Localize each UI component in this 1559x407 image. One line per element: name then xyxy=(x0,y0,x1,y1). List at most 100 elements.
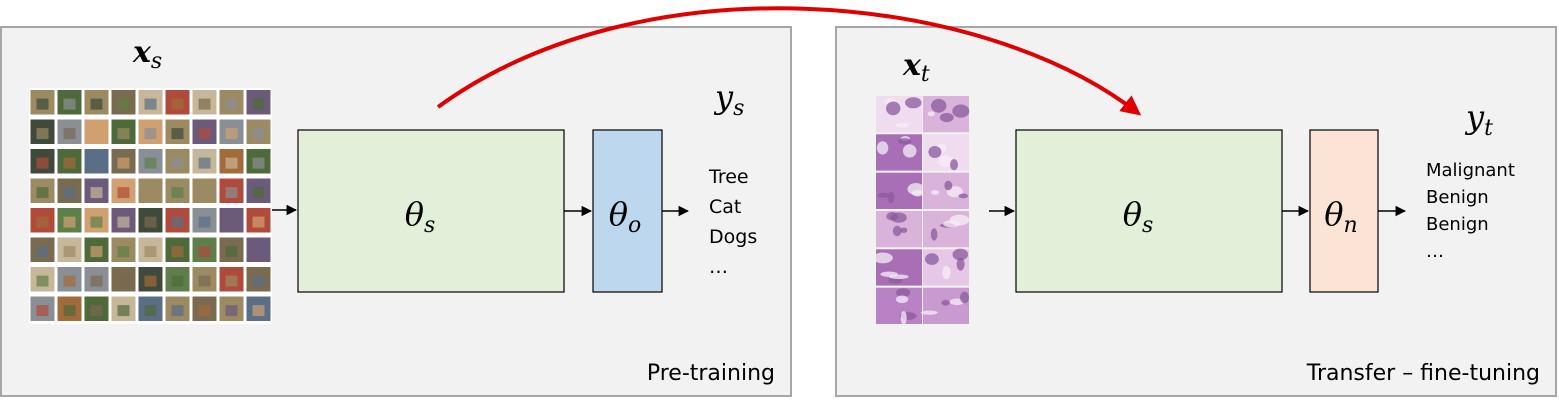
pretrain-head-label: θo xyxy=(609,195,642,238)
histology-cell xyxy=(887,191,895,204)
histology-cell xyxy=(895,122,909,128)
photo-thumbnail-detail xyxy=(171,157,184,169)
photo-thumbnail-detail xyxy=(117,157,130,169)
histology-cell xyxy=(944,180,953,191)
theta-symbol: θ xyxy=(1123,195,1142,233)
photo-thumbnail-detail xyxy=(36,275,49,287)
photo-thumbnail-detail xyxy=(90,216,103,228)
histology-cell xyxy=(902,144,917,158)
histology-cell xyxy=(938,155,954,168)
output-item: Benign xyxy=(1426,187,1489,208)
photo-thumbnail-detail xyxy=(144,246,157,258)
histology-cell xyxy=(886,101,901,116)
photo-thumbnail-detail xyxy=(90,275,103,287)
photo-thumbnail-detail xyxy=(252,98,265,110)
photo-thumbnail-detail xyxy=(198,305,211,317)
photo-thumbnail-detail xyxy=(144,98,157,110)
histology-image-grid xyxy=(873,96,970,325)
photo-thumbnail-detail xyxy=(144,128,157,140)
photo-thumbnail-detail xyxy=(90,157,103,169)
pretrain-head-block xyxy=(592,129,663,293)
output-symbol: y xyxy=(713,78,734,116)
histology-cell xyxy=(876,141,889,155)
photo-thumbnail-detail xyxy=(63,305,76,317)
photo-thumbnail-detail xyxy=(90,187,103,199)
histology-cell xyxy=(927,111,935,117)
photo-thumbnail-detail xyxy=(63,157,76,169)
histology-cell xyxy=(873,252,893,264)
histology-cell xyxy=(877,192,890,198)
output-item: Cat xyxy=(709,196,741,218)
photo-thumbnail-detail xyxy=(252,246,265,258)
theta-symbol: θ xyxy=(609,195,628,233)
output-item: … xyxy=(1426,241,1444,262)
photo-thumbnail-detail xyxy=(252,216,265,228)
histology-cell xyxy=(905,97,922,109)
photo-thumbnail-detail xyxy=(90,246,103,258)
histology-cell xyxy=(958,193,969,199)
photo-thumbnail-detail xyxy=(36,305,49,317)
photo-thumbnail-detail xyxy=(63,98,76,110)
transfer-input-label: xt xyxy=(902,48,930,87)
photo-thumbnail-detail xyxy=(36,128,49,140)
output-item: … xyxy=(709,256,728,278)
histology-cell xyxy=(900,227,908,233)
pretraining-output-label: ys xyxy=(713,78,744,121)
histology-cell xyxy=(895,288,911,297)
photo-thumbnail-detail xyxy=(90,98,103,110)
photo-thumbnail-detail xyxy=(225,187,238,199)
output-item: Benign xyxy=(1426,214,1489,235)
photo-thumbnail-detail xyxy=(252,275,265,287)
histology-cell xyxy=(939,112,954,123)
pretraining-input-label: xs xyxy=(132,35,162,74)
input-subscript: t xyxy=(921,62,930,87)
photo-thumbnail-detail xyxy=(117,275,130,287)
photo-thumbnail-detail xyxy=(252,187,265,199)
histology-cell xyxy=(942,266,951,280)
theta-symbol: θ xyxy=(1324,195,1343,233)
photo-thumbnail-detail xyxy=(63,187,76,199)
output-symbol: y xyxy=(1464,98,1485,136)
histology-cell xyxy=(880,271,898,277)
photo-thumbnail-detail xyxy=(144,305,157,317)
shared-feature-block-transfer xyxy=(1015,129,1283,293)
photo-thumbnail-detail xyxy=(117,98,130,110)
pretraining-panel-label: Pre-training xyxy=(647,361,775,386)
shared-block-label-transfer: θs xyxy=(1123,195,1154,238)
photo-thumbnail-detail xyxy=(36,98,49,110)
photo-thumbnail-detail xyxy=(225,216,238,228)
histology-cell xyxy=(930,190,940,195)
photo-thumbnail-detail xyxy=(225,305,238,317)
photo-thumbnail-detail xyxy=(144,157,157,169)
photo-thumbnail-detail xyxy=(198,275,211,287)
photo-thumbnail-detail xyxy=(36,246,49,258)
output-item: Dogs xyxy=(709,226,757,248)
histology-cell xyxy=(956,257,965,271)
theta-subscript: n xyxy=(1344,213,1358,238)
photo-thumbnail-detail xyxy=(225,157,238,169)
photo-thumbnail-detail xyxy=(144,275,157,287)
photo-thumbnail-detail xyxy=(171,305,184,317)
photo-thumbnail-detail xyxy=(117,216,130,228)
pretraining-output-list: Tree Cat Dogs … xyxy=(708,166,757,278)
theta-subscript: s xyxy=(424,213,435,238)
photo-thumbnail-detail xyxy=(117,187,130,199)
photo-thumbnail-detail xyxy=(117,305,130,317)
shared-block-label-pretrain: θs xyxy=(405,195,436,238)
transfer-output-label: yt xyxy=(1464,98,1493,141)
photo-thumbnail-detail xyxy=(198,246,211,258)
photo-thumbnail-detail xyxy=(63,216,76,228)
photo-thumbnail-detail xyxy=(36,187,49,199)
photo-thumbnail-detail xyxy=(90,305,103,317)
transfer-output-list: Malignant Benign Benign … xyxy=(1426,160,1515,262)
photo-thumbnail-detail xyxy=(144,187,157,199)
histology-cell xyxy=(896,295,909,304)
photo-thumbnail-detail xyxy=(252,305,265,317)
photo-thumbnail-detail xyxy=(63,246,76,258)
photo-thumbnail-detail xyxy=(225,246,238,258)
transfer-head-label: θn xyxy=(1324,195,1357,238)
theta-subscript: o xyxy=(628,213,641,238)
photo-thumbnail-detail xyxy=(36,216,49,228)
photo-thumbnail-detail xyxy=(144,216,157,228)
